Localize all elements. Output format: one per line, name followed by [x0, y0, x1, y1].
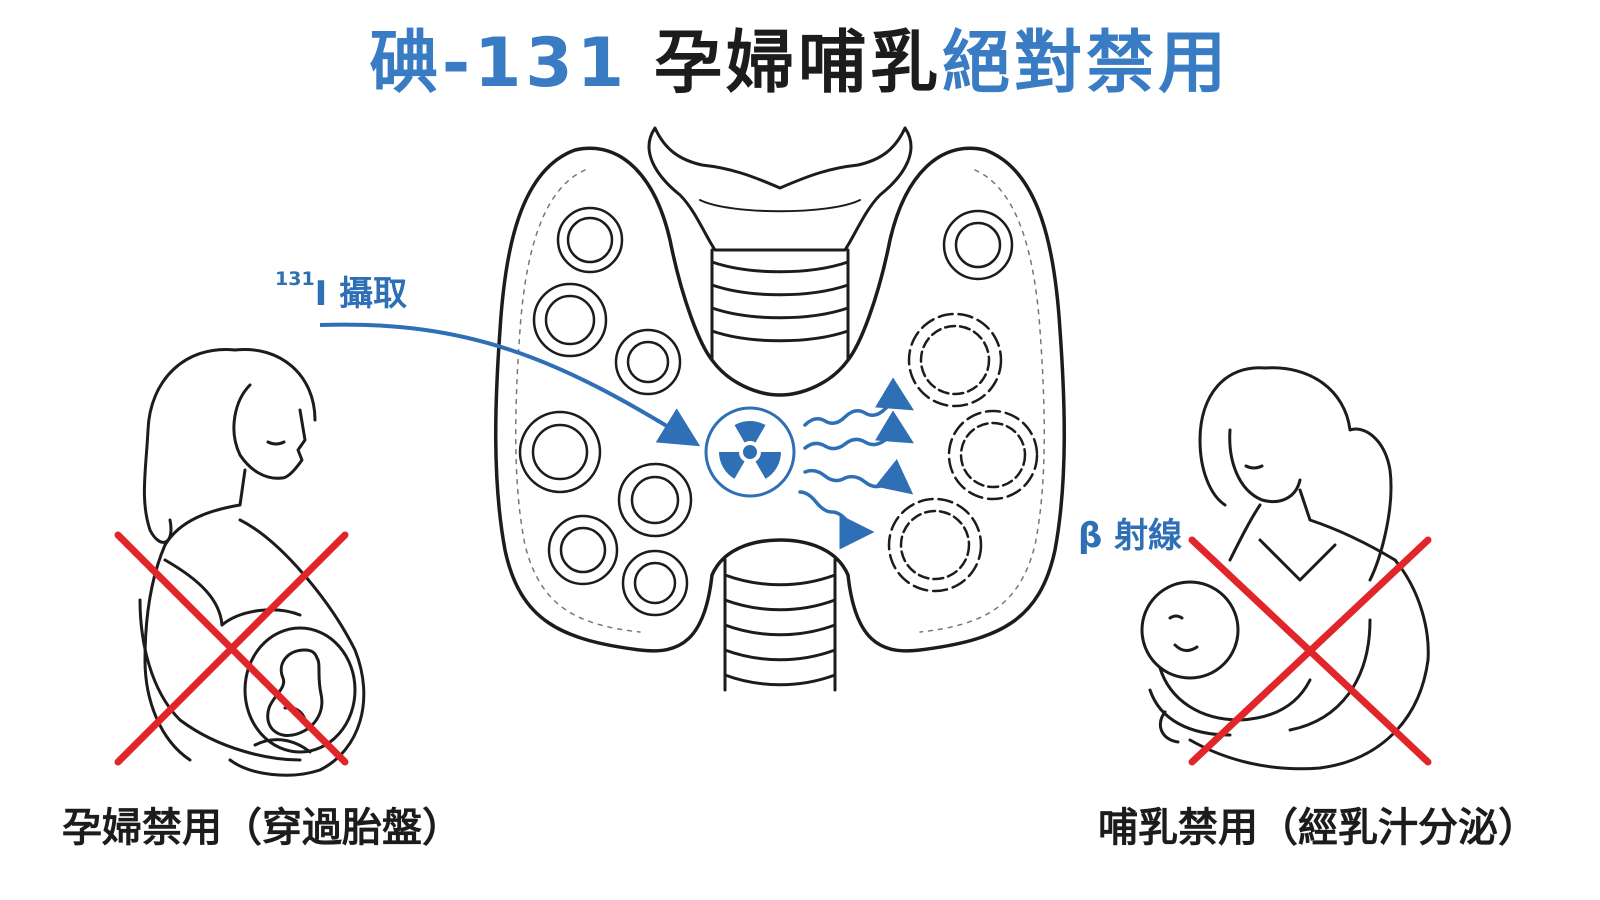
fetus	[266, 648, 324, 737]
title-isotope: 碘-131	[369, 24, 629, 103]
radiation-icon	[704, 406, 796, 498]
caption-pregnancy: 孕婦禁用（穿過胎盤）	[62, 805, 462, 851]
caption-breastfeeding: 哺乳禁用（經乳汁分泌）	[1098, 805, 1538, 851]
uptake-arrow	[319, 322, 701, 447]
uptake-mass-number: 131	[275, 268, 315, 290]
beta-ray-arrows	[798, 377, 915, 550]
title-warning: 絕對禁用	[942, 24, 1231, 103]
trachea-upper	[710, 248, 850, 362]
healthy-follicles	[518, 206, 1014, 617]
beta-ray-label: β 射線	[1078, 516, 1183, 556]
larynx	[647, 126, 913, 252]
prohibition-cross-icon	[1188, 536, 1432, 766]
breastfeeding-woman-figure	[1140, 366, 1430, 771]
thyroid-outline	[493, 146, 1067, 653]
pregnant-woman-figure	[138, 347, 366, 777]
damaged-follicles	[887, 312, 1039, 593]
title-group: 孕婦哺乳	[654, 24, 943, 103]
womb	[243, 626, 357, 754]
trachea-lower	[723, 558, 837, 692]
prohibition-cross-icon	[114, 531, 349, 766]
uptake-text: I 攝取	[314, 274, 408, 314]
page-title: 碘-131 孕婦哺乳絕對禁用	[0, 22, 1600, 106]
uptake-label: 131I 攝取	[275, 266, 407, 315]
baby-head	[1140, 580, 1240, 680]
thyroid-diagram	[493, 126, 1067, 692]
